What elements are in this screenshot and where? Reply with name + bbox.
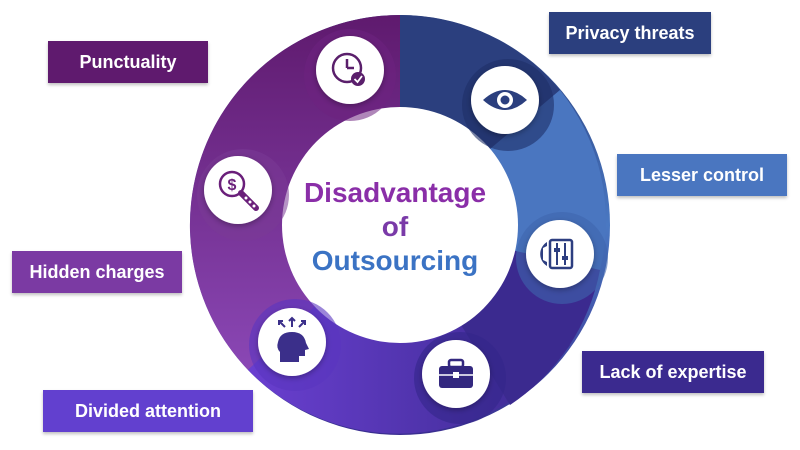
briefcase-icon bbox=[439, 358, 473, 388]
center-title-line2: of bbox=[381, 211, 409, 242]
label-hidden-charges: Hidden charges bbox=[12, 251, 182, 293]
icon-badge-punctuality bbox=[304, 29, 396, 121]
center-title-line1: Disadvantage bbox=[303, 177, 487, 208]
icon-badge-lack-expertise bbox=[414, 332, 506, 424]
dollar-magnifier-icon: $ bbox=[218, 170, 259, 211]
center-circle bbox=[282, 107, 518, 343]
clock-check-icon bbox=[331, 52, 365, 86]
icon-badge-hidden-charges: $ bbox=[197, 149, 289, 241]
svg-text:$: $ bbox=[228, 177, 237, 194]
gear-sliders-icon bbox=[540, 238, 574, 270]
icon-badge-lesser-control bbox=[516, 212, 608, 304]
label-privacy-threats: Privacy threats bbox=[549, 12, 711, 54]
center-title-line3: Outsourcing bbox=[311, 245, 479, 276]
eye-icon bbox=[483, 90, 527, 110]
label-punctuality: Punctuality bbox=[48, 41, 208, 83]
head-arrows-icon bbox=[277, 316, 309, 362]
icon-badge-divided-attention bbox=[249, 299, 341, 391]
icon-badge-privacy bbox=[462, 59, 554, 151]
label-lesser-control: Lesser control bbox=[617, 154, 787, 196]
label-lack-of-expertise: Lack of expertise bbox=[582, 351, 764, 393]
label-divided-attention: Divided attention bbox=[43, 390, 253, 432]
center-title: Disadvantage of Outsourcing bbox=[290, 176, 500, 278]
